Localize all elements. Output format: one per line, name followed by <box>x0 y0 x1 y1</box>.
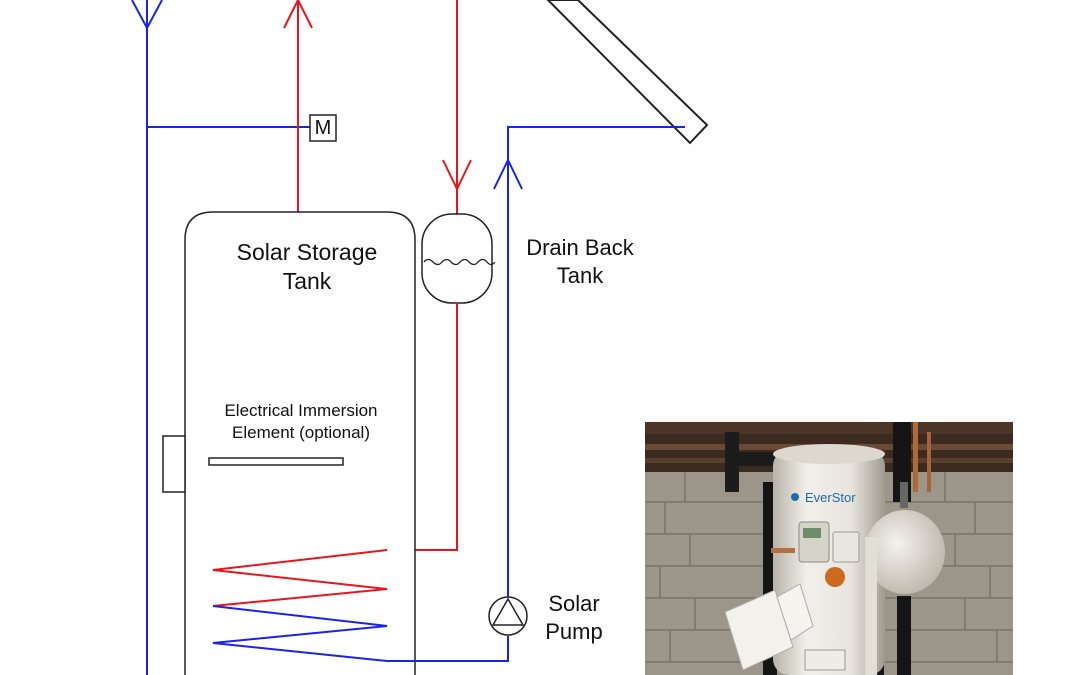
drain-back-tank-label: Drain Back Tank <box>500 234 660 290</box>
cold-inlet-arrow-icon <box>131 0 163 31</box>
storage-tank-label-text: Solar Storage Tank <box>236 239 378 295</box>
mixing-valve-box <box>309 114 337 142</box>
installation-photo-illustration: EverStor <box>645 422 1013 675</box>
photo-brand-text: EverStor <box>805 490 856 505</box>
coil-hot-section <box>212 549 388 607</box>
solar-collector-panel <box>546 0 709 145</box>
pump-direction-triangle <box>491 597 525 626</box>
return-flow-arrow-icon <box>442 159 472 192</box>
drain-back-tank-label-text: Drain Back Tank <box>526 235 634 289</box>
installation-photo: EverStor <box>645 422 1013 675</box>
immersion-element-label: Electrical Immersion Element (optional) <box>190 400 412 444</box>
solar-storage-tank <box>184 211 416 675</box>
solar-pump-label-text: Solar Pump <box>545 591 603 645</box>
hot-outlet-arrow-icon <box>283 0 313 29</box>
mixing-valve-label: M <box>314 117 332 139</box>
drain-back-tank <box>421 213 493 304</box>
collector-feed-arrow-icon <box>493 157 523 190</box>
immersion-element-rod <box>208 457 344 466</box>
solar-pump-label: Solar Pump <box>532 590 616 646</box>
immersion-element-label-text: Electrical Immersion Element (optional) <box>224 401 378 443</box>
coil-cold-section <box>212 605 388 662</box>
collector-feed-pipe <box>507 126 685 597</box>
drain-back-water-level <box>423 258 496 266</box>
solar-pump-icon <box>488 596 528 636</box>
pump-return-pipe <box>387 636 509 662</box>
storage-tank-label: Solar Storage Tank <box>200 238 414 297</box>
immersion-housing <box>162 435 186 493</box>
